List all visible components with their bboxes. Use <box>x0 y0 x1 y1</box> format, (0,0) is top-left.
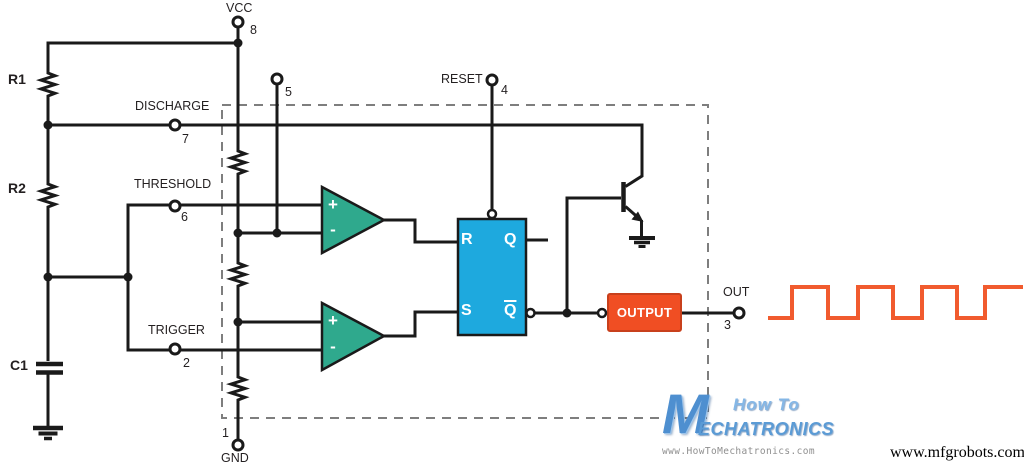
terminal-pin2-trigger <box>168 342 182 356</box>
sr-flipflop <box>456 217 528 337</box>
junction-divider-lower <box>233 317 243 327</box>
pin5-number: 5 <box>285 85 292 99</box>
output-block-label: OUTPUT <box>616 305 673 320</box>
resistor-divider-1 <box>225 149 251 177</box>
pin4-number: 4 <box>501 83 508 97</box>
terminal-pin4-reset <box>485 73 499 87</box>
flipflop-q-label: Q <box>504 231 517 248</box>
qbar-bubble <box>525 307 536 319</box>
threshold-label: THRESHOLD <box>134 177 212 191</box>
terminal-pin8-vcc <box>231 15 245 29</box>
comp2-plus-sign: + <box>328 311 338 330</box>
terminal-pin5-control <box>270 72 284 86</box>
comparator-2 <box>320 300 387 373</box>
comparator-1 <box>320 184 387 256</box>
flipflop-s-label: S <box>461 302 472 319</box>
comp1-plus-sign: + <box>328 195 338 214</box>
r2-label: R2 <box>8 180 26 196</box>
wire-comp1-to-r <box>383 218 458 244</box>
junction-link <box>123 272 133 282</box>
wire-comp2-to-s <box>383 310 458 338</box>
terminal-pin6-threshold <box>168 199 182 213</box>
resistor-r1-symbol <box>35 71 61 99</box>
site-credit: www.mfgrobots.com <box>890 444 1024 461</box>
capacitor-c1-symbol <box>36 361 63 375</box>
gnd-label: GND <box>221 451 249 465</box>
wires <box>46 27 734 440</box>
junction-divider-upper <box>233 228 243 238</box>
ground-c1 <box>33 425 63 441</box>
junction-r1-r2 <box>43 120 53 130</box>
junction-vcc <box>233 38 243 48</box>
wire-qbar-to-base <box>565 196 621 313</box>
junction-qbar <box>562 308 572 318</box>
output-input-bubble <box>596 307 608 319</box>
vcc-label: VCC <box>226 1 253 15</box>
reset-label: RESET <box>441 72 483 86</box>
square-wave <box>768 285 1023 320</box>
r1-label: R1 <box>8 71 26 87</box>
transistor-emitter-arrow <box>631 211 644 222</box>
out-label: OUT <box>723 285 750 299</box>
comp1-minus-sign: - <box>330 220 336 239</box>
trigger-label: TRIGGER <box>148 323 205 337</box>
junction-dots <box>43 38 572 327</box>
logo-url-text: www.HowToMechatronics.com <box>662 446 815 457</box>
pin3-number: 3 <box>724 318 731 332</box>
wire-discharge-to-collector <box>48 123 644 188</box>
terminal-pin1-gnd <box>231 438 245 452</box>
logo-m-glyph: M <box>662 382 709 445</box>
wire-vcc-to-r1 <box>46 41 238 71</box>
reset-bubble <box>486 208 498 220</box>
pin1-number: 1 <box>222 426 229 440</box>
logo-howto-text: How To <box>733 395 800 414</box>
c1-label: C1 <box>10 357 28 373</box>
resistor-divider-3 <box>225 375 251 403</box>
pin8-number: 8 <box>250 23 257 37</box>
discharge-label: DISCHARGE <box>135 99 210 113</box>
output-stage-block <box>607 293 682 332</box>
flipflop-r-label: R <box>461 231 473 248</box>
transistor-npn <box>621 182 644 236</box>
resistor-r2-symbol <box>35 182 61 210</box>
resistors <box>35 71 251 403</box>
pin-terminals <box>168 15 746 452</box>
terminal-pin3-out <box>732 306 746 320</box>
ground-transistor <box>629 236 655 248</box>
junction-pin5 <box>272 228 282 238</box>
junction-r2-c1 <box>43 272 53 282</box>
terminal-pin7-discharge <box>168 118 182 132</box>
bubbles <box>486 208 608 319</box>
flipflop-qbar-label: Q <box>504 302 517 319</box>
ic-dashed-boundary <box>221 104 709 419</box>
resistor-divider-2 <box>225 261 251 289</box>
logo-mechatronics-text: ECHATRONICS <box>698 419 835 439</box>
pin7-number: 7 <box>182 132 189 146</box>
pin6-number: 6 <box>181 210 188 224</box>
pin2-number: 2 <box>183 356 190 370</box>
comp2-minus-sign: - <box>330 337 336 356</box>
